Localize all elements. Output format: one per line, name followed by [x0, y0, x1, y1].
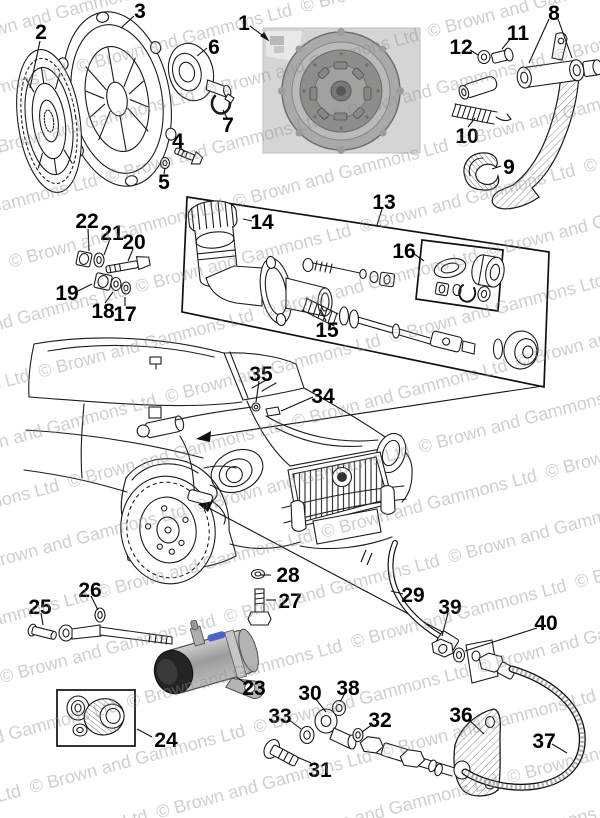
slave-kit-box-24	[56, 689, 136, 747]
part-label-18: 18	[91, 300, 115, 323]
seal-kit-contents-drawing	[433, 254, 505, 303]
banjo-bolt31-drawing	[263, 738, 299, 767]
car-hydraulics-drawing	[136, 406, 253, 525]
pedal-return-spring-drawing	[451, 103, 512, 125]
nut39-drawing	[431, 638, 454, 658]
leader-lines	[29, 15, 573, 764]
washer5-drawing	[159, 156, 171, 170]
carbon-thrust-clip-drawing	[210, 93, 235, 115]
part-label-14: 14	[250, 211, 274, 234]
part-label-29: 29	[401, 584, 424, 607]
part-label-38: 38	[336, 677, 360, 700]
part-label-40: 40	[534, 612, 557, 635]
part-label-5: 5	[158, 171, 170, 194]
hardware-17-22-drawing	[75, 250, 151, 295]
braided-hose37-drawing	[461, 665, 586, 791]
part-label-4: 4	[172, 130, 184, 153]
part-label-9: 9	[503, 156, 515, 179]
part-label-3: 3	[134, 0, 146, 23]
part-label-16: 16	[392, 240, 415, 263]
part-label-24: 24	[154, 729, 178, 752]
part-label-22: 22	[75, 210, 98, 233]
release-bearing-drawing	[167, 42, 232, 102]
part-label-1: 1	[238, 12, 250, 35]
clutch-cover-drawing	[57, 11, 177, 187]
part-label-33: 33	[268, 705, 291, 728]
washer12-drawing	[477, 49, 491, 65]
part-label-28: 28	[276, 564, 300, 587]
part-number-labels: 1 2 3 4 5 6 7 8 9 10 11 12 13 14 15 16 1…	[28, 0, 560, 782]
part-label-20: 20	[122, 231, 145, 254]
part-label-6: 6	[208, 36, 220, 59]
bolt4-drawing	[174, 147, 204, 165]
part-label-27: 27	[278, 590, 301, 613]
part-label-36: 36	[449, 704, 472, 727]
part-label-8: 8	[548, 2, 560, 25]
pushrod26-drawing	[58, 607, 173, 645]
part-label-11: 11	[507, 22, 530, 45]
part-label-21: 21	[100, 222, 124, 245]
pedal-pad-drawing	[463, 152, 500, 191]
washer33-drawing	[299, 725, 315, 745]
part-label-23: 23	[242, 677, 265, 700]
front-wheel-drawing	[120, 475, 216, 585]
banjo30-drawing	[314, 708, 357, 750]
part-label-31: 31	[308, 759, 332, 782]
part-label-30: 30	[298, 682, 321, 705]
part-label-7: 7	[222, 114, 234, 137]
part-label-19: 19	[55, 282, 78, 305]
part-label-15: 15	[315, 319, 339, 342]
hose-fitting-drawing	[478, 652, 517, 680]
washer28-drawing	[250, 568, 266, 580]
part-label-34: 34	[311, 385, 335, 408]
car-line-drawing	[23, 337, 413, 585]
valve-parts-drawing	[302, 257, 396, 288]
part-label-35: 35	[249, 363, 273, 386]
part-label-32: 32	[368, 709, 391, 732]
washer40-drawing	[452, 647, 466, 663]
part-label-13: 13	[372, 191, 395, 214]
pipe-fittings-drawing	[359, 736, 456, 777]
part-label-17: 17	[113, 303, 136, 326]
pedal-bush-tube-drawing	[458, 76, 498, 100]
clutch-kit-photo	[262, 27, 421, 154]
part-label-12: 12	[449, 36, 472, 59]
pin11-drawing	[490, 47, 514, 64]
part-label-2: 2	[35, 21, 47, 44]
piston-return-spring-drawing	[301, 297, 339, 327]
bolt27-drawing	[247, 588, 272, 626]
part-label-37: 37	[532, 730, 555, 753]
clutch-disc-drawing	[16, 49, 82, 193]
part-label-26: 26	[78, 579, 101, 602]
part-label-10: 10	[455, 125, 478, 148]
master-cylinder-kit-box	[181, 196, 550, 389]
seal-kit-box-16	[415, 239, 504, 312]
bolt25-drawing	[27, 623, 57, 640]
washer38-drawing	[331, 699, 347, 717]
slave-cylinder-drawing	[153, 619, 265, 699]
piston-rod-parts-drawing	[338, 306, 539, 370]
washer32-drawing	[352, 727, 364, 743]
part-label-39: 39	[438, 596, 461, 619]
part-label-25: 25	[28, 596, 52, 619]
